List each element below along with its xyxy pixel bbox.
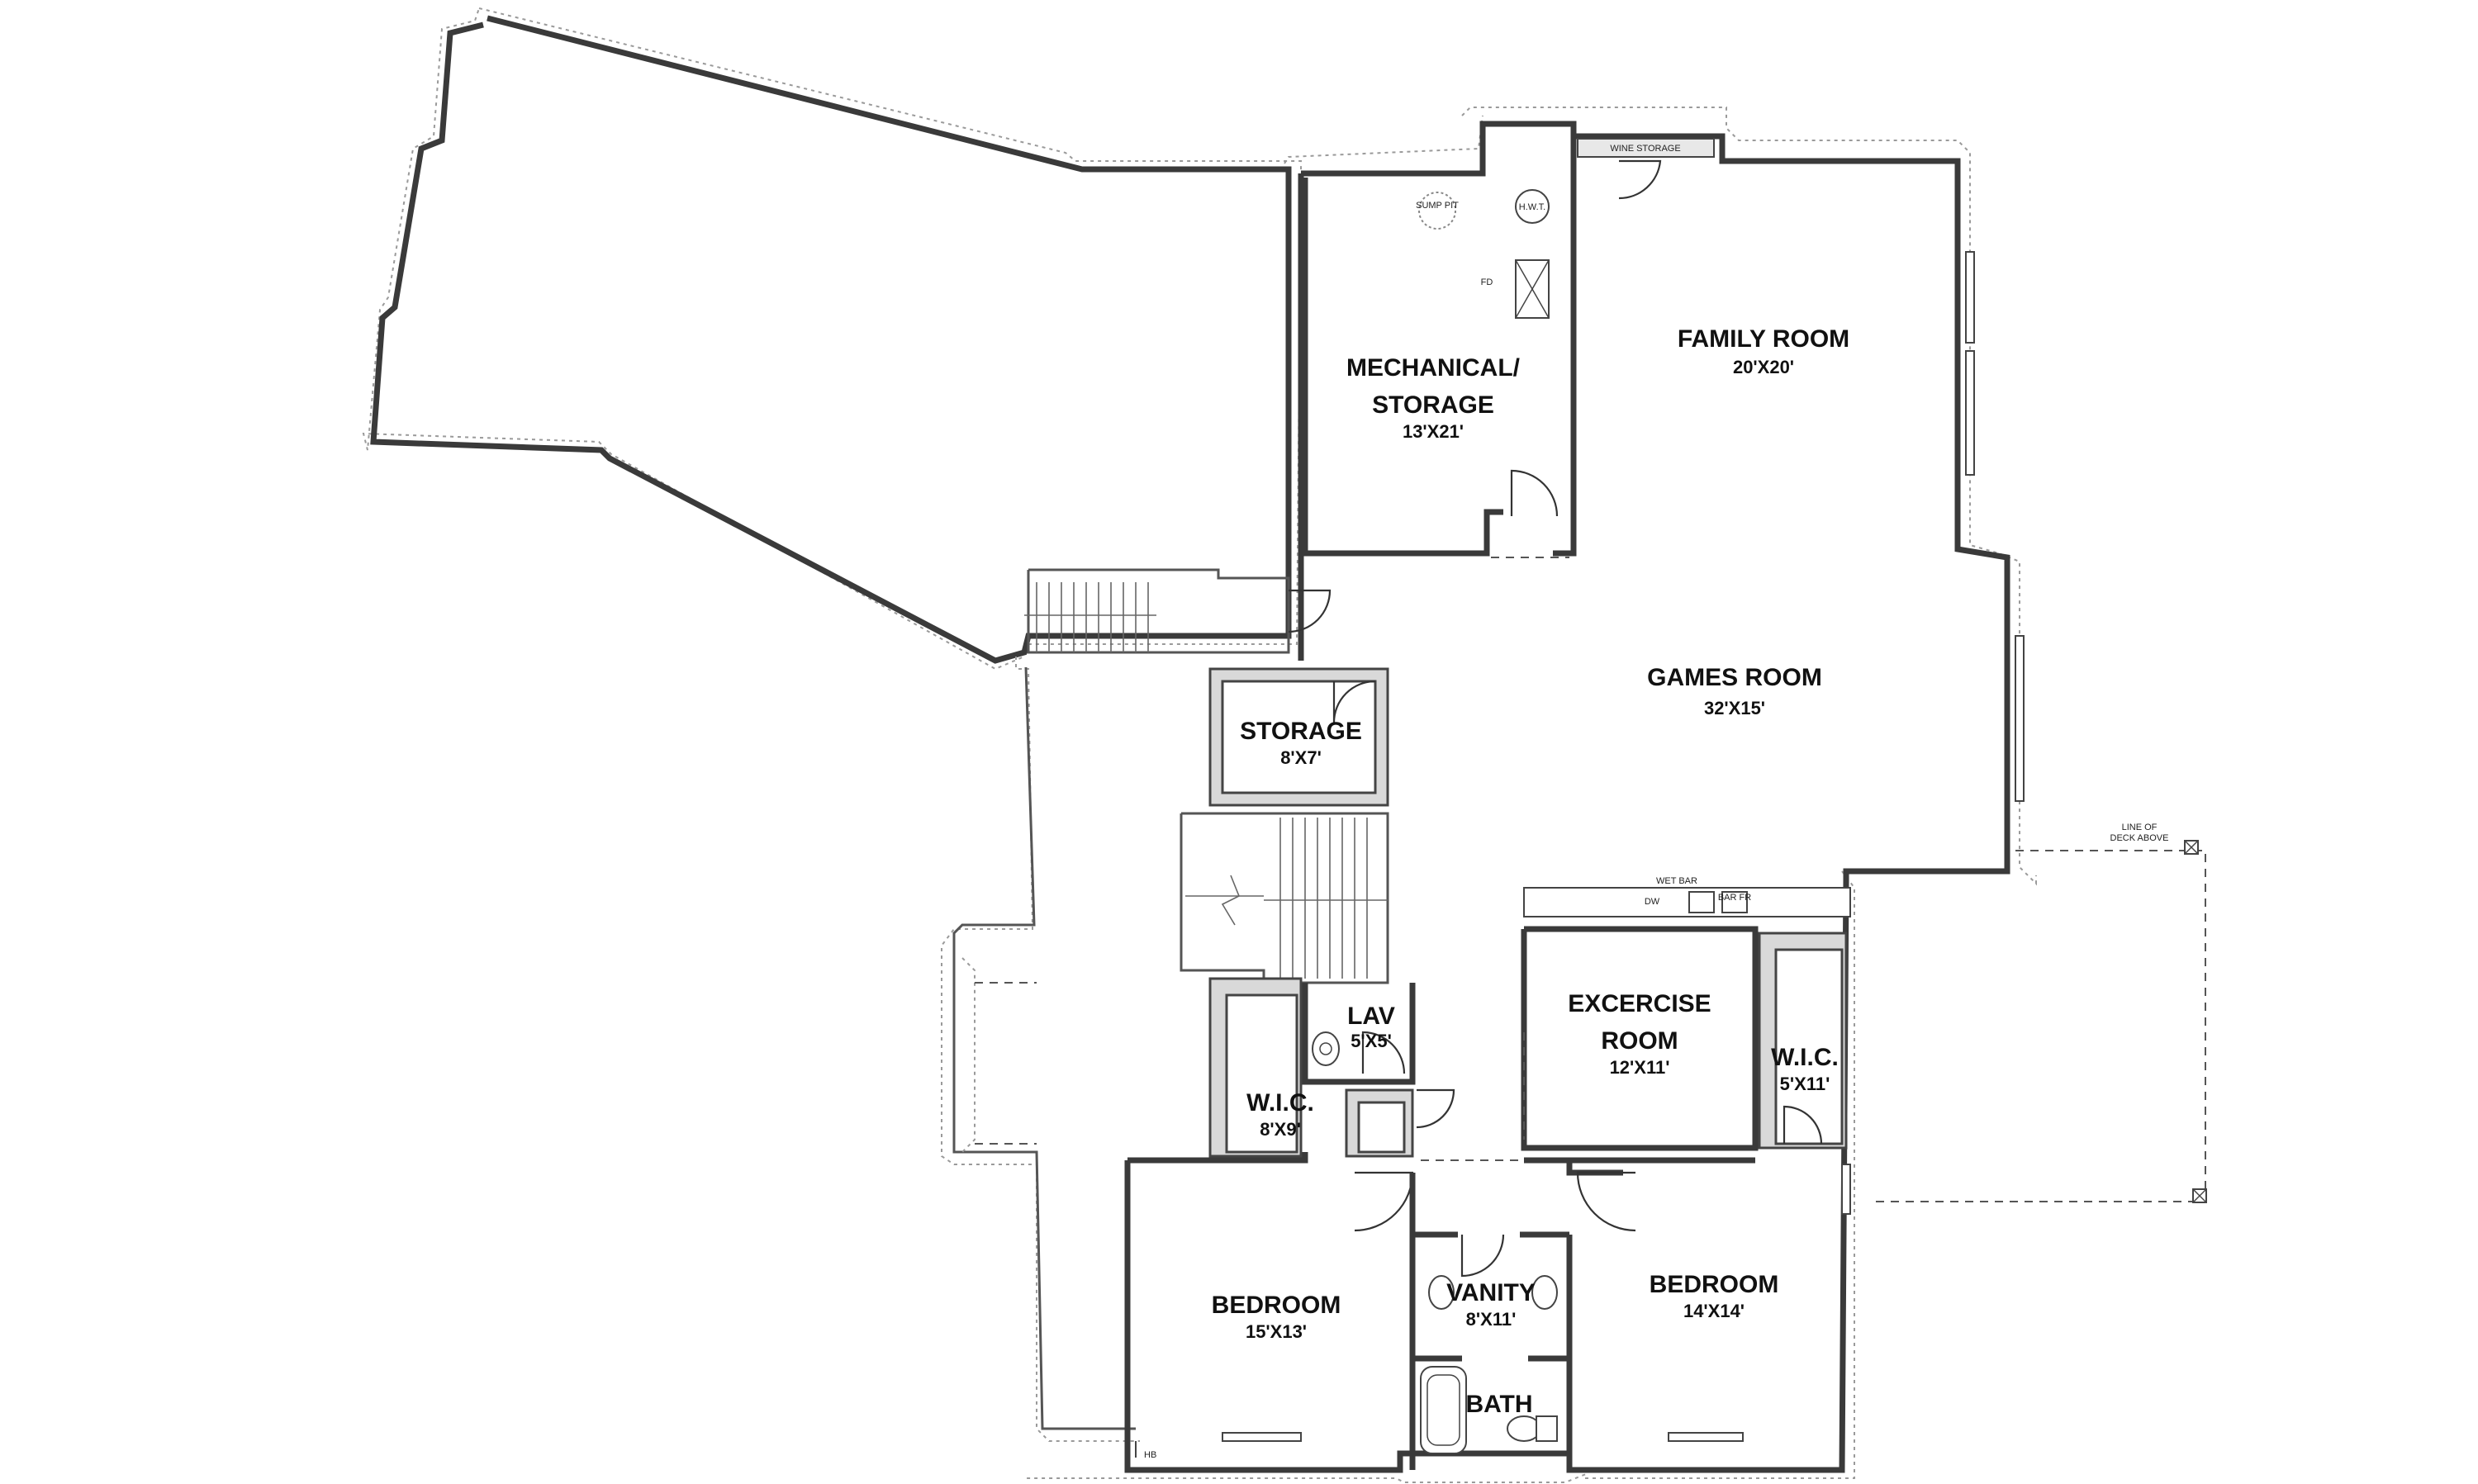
lower-left-area-outline (941, 657, 1140, 1442)
family-room-name: FAMILY ROOM (1678, 325, 1849, 353)
deck-above-line: LINE OF DECK ABOVE (1875, 823, 2207, 1203)
exercise-room-dim: 12'X11' (1610, 1057, 1670, 1078)
vanity-dim: 8'X11' (1466, 1309, 1517, 1330)
left-wic-name: W.I.C. (1246, 1089, 1314, 1117)
deck-note-line2: DECK ABOVE (2110, 833, 2169, 843)
mechanical-room-dim: 13'X21' (1403, 421, 1464, 442)
lav-name: LAV (1347, 1003, 1395, 1030)
windows (1222, 251, 2025, 1442)
storage-room-name: STORAGE (1240, 718, 1362, 745)
bath-name: BATH (1465, 1391, 1532, 1418)
mechanical-room-name-2: STORAGE (1372, 391, 1494, 419)
storage-room-walls (1208, 667, 1389, 807)
left-bedroom-name: BEDROOM (1212, 1292, 1341, 1319)
wet-bar: WET BAR DW BAR FR (1523, 876, 1851, 917)
exercise-room-name-1: EXCERCISE (1568, 990, 1711, 1017)
lav-dim: 5'X5' (1351, 1031, 1392, 1051)
games-room-dim: 32'X15' (1704, 698, 1765, 718)
hose-bib: HB (1135, 1441, 1156, 1460)
dw-label: DW (1645, 897, 1660, 907)
fd-label: FD (1481, 277, 1493, 287)
family-room-dim: 20'X20' (1733, 357, 1794, 377)
room-labels: FAMILY ROOM 20'X20' MECHANICAL/ STORAGE … (1212, 325, 1850, 1418)
right-wic-walls (1758, 932, 1848, 1150)
bar-fr-label: BAR FR (1718, 893, 1751, 903)
right-wic-name: W.I.C. (1771, 1044, 1839, 1071)
bath-fixtures (1420, 1275, 1558, 1454)
hb-label: HB (1144, 1450, 1156, 1460)
right-bedroom-name: BEDROOM (1650, 1271, 1779, 1298)
lav-walls (1302, 983, 1416, 1085)
unexcavated-area-outline (362, 7, 1302, 671)
hwt-label: H.W.T. (1519, 202, 1545, 212)
right-bedroom-dim: 14'X14' (1683, 1301, 1745, 1321)
deck-note-line1: LINE OF (2122, 823, 2158, 832)
mechanical-room-name-1: MECHANICAL/ (1346, 354, 1521, 382)
exit-stair (1024, 568, 1332, 654)
right-wic-dim: 5'X11' (1780, 1074, 1830, 1094)
storage-room-dim: 8'X7' (1280, 747, 1322, 768)
bedroom-walls (1127, 1152, 1755, 1470)
foundation-outline (1024, 107, 2037, 1483)
mechanical-room-walls: H.W.T. SUMP PIT FD (1302, 136, 1577, 558)
left-wic-walls (1208, 977, 1455, 1158)
vanity-name: VANITY (1446, 1279, 1536, 1306)
left-wic-dim: 8'X9' (1260, 1119, 1301, 1140)
wine-storage-label: WINE STORAGE (1610, 144, 1680, 154)
exercise-room-name-2: ROOM (1601, 1027, 1678, 1055)
sump-pit-label: SUMP PIT (1416, 201, 1459, 211)
main-stair (1180, 812, 1389, 984)
wine-storage: WINE STORAGE (1577, 138, 1715, 200)
exercise-room-walls (1521, 926, 1759, 1151)
games-room-name: GAMES ROOM (1647, 664, 1822, 691)
left-bedroom-dim: 15'X13' (1246, 1321, 1307, 1342)
wet-bar-label: WET BAR (1656, 876, 1697, 886)
